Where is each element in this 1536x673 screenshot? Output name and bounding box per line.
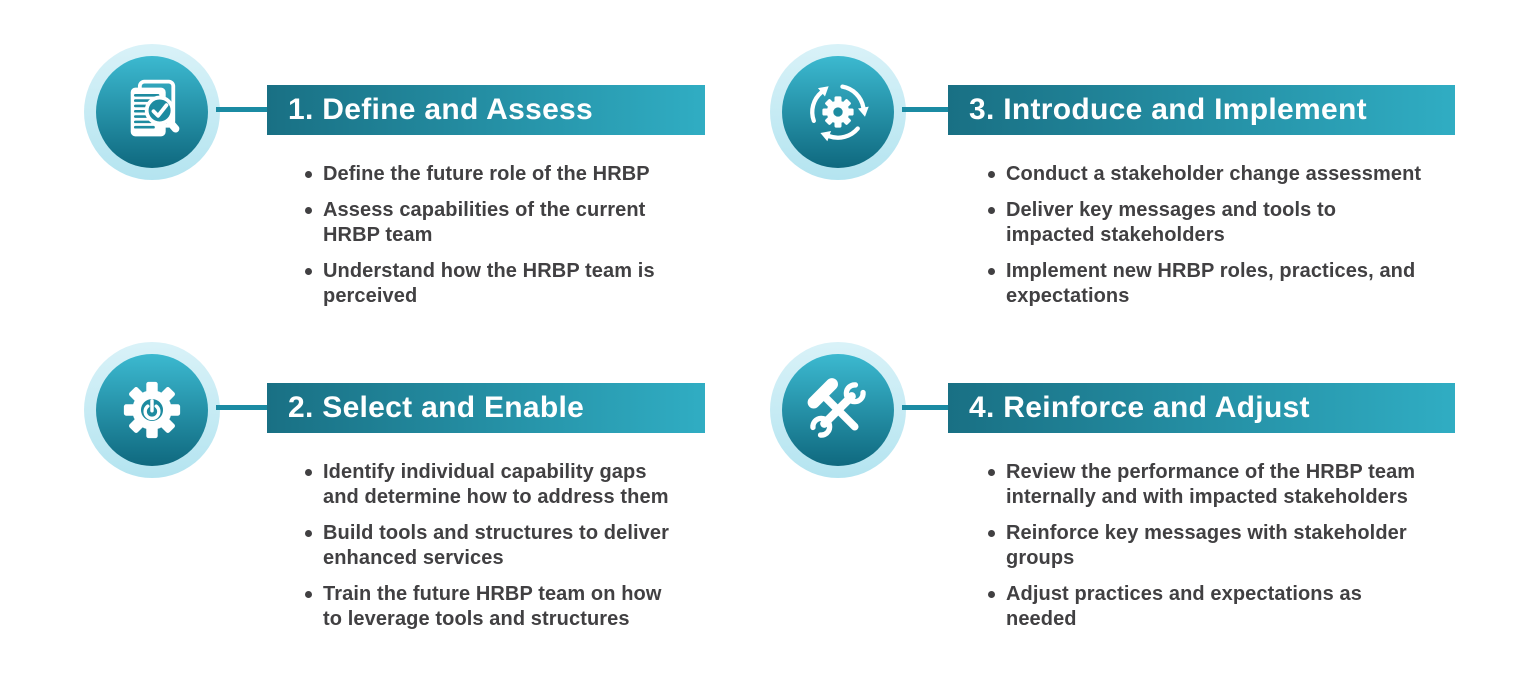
bullet-item: Adjust practices and expectations as nee… bbox=[986, 582, 1415, 632]
gear-cycle-arrows-icon bbox=[810, 84, 869, 142]
gear-power-icon bbox=[123, 381, 181, 439]
step1-icon-ring bbox=[84, 44, 220, 180]
bullet-item: Train the future HRBP team on how to lev… bbox=[303, 582, 669, 632]
step2-title-banner: 2. Select and Enable bbox=[267, 383, 705, 433]
step4-title-banner: 4. Reinforce and Adjust bbox=[948, 383, 1455, 433]
step3-icon-ring bbox=[770, 44, 906, 180]
step1-bullet-list: Define the future role of the HRBP Asses… bbox=[303, 162, 655, 320]
bullet-item: Reinforce key messages with stakeholder … bbox=[986, 521, 1415, 571]
step2-icon-ring bbox=[84, 342, 220, 478]
step2-connector-line bbox=[216, 405, 269, 410]
bullet-item: Deliver key messages and tools to impact… bbox=[986, 198, 1421, 248]
step4-bullet-list: Review the performance of the HRBP team … bbox=[986, 460, 1415, 643]
step1-title-banner: 1. Define and Assess bbox=[267, 85, 705, 135]
bullet-item: Implement new HRBP roles, practices, and… bbox=[986, 259, 1421, 309]
step2-bullet-list: Identify individual capability gaps and … bbox=[303, 460, 669, 643]
bullet-item: Understand how the HRBP team is perceive… bbox=[303, 259, 655, 309]
bullet-item: Review the performance of the HRBP team … bbox=[986, 460, 1415, 510]
step1-connector-line bbox=[216, 107, 269, 112]
bullet-item: Identify individual capability gaps and … bbox=[303, 460, 669, 510]
step2-icon-circle bbox=[96, 354, 208, 466]
step3-title-banner: 3. Introduce and Implement bbox=[948, 85, 1455, 135]
step3-bullet-list: Conduct a stakeholder change assessment … bbox=[986, 162, 1421, 320]
step3-connector-line bbox=[902, 107, 950, 112]
step3-icon-circle bbox=[782, 56, 894, 168]
document-magnifier-check-icon bbox=[130, 79, 180, 137]
bullet-item: Assess capabilities of the current HRBP … bbox=[303, 198, 655, 248]
step1-icon-circle bbox=[96, 56, 208, 168]
bullet-item: Conduct a stakeholder change assessment bbox=[986, 162, 1421, 187]
step4-title: 4. Reinforce and Adjust bbox=[969, 391, 1310, 424]
bullet-item: Define the future role of the HRBP bbox=[303, 162, 655, 187]
step4-icon-ring bbox=[770, 342, 906, 478]
bullet-item: Build tools and structures to deliver en… bbox=[303, 521, 669, 571]
step2-title: 2. Select and Enable bbox=[288, 391, 585, 424]
step4-connector-line bbox=[902, 405, 950, 410]
step3-title: 3. Introduce and Implement bbox=[969, 93, 1367, 126]
hammer-wrench-icon bbox=[807, 378, 866, 438]
step1-title: 1. Define and Assess bbox=[288, 93, 594, 126]
step4-icon-circle bbox=[782, 354, 894, 466]
